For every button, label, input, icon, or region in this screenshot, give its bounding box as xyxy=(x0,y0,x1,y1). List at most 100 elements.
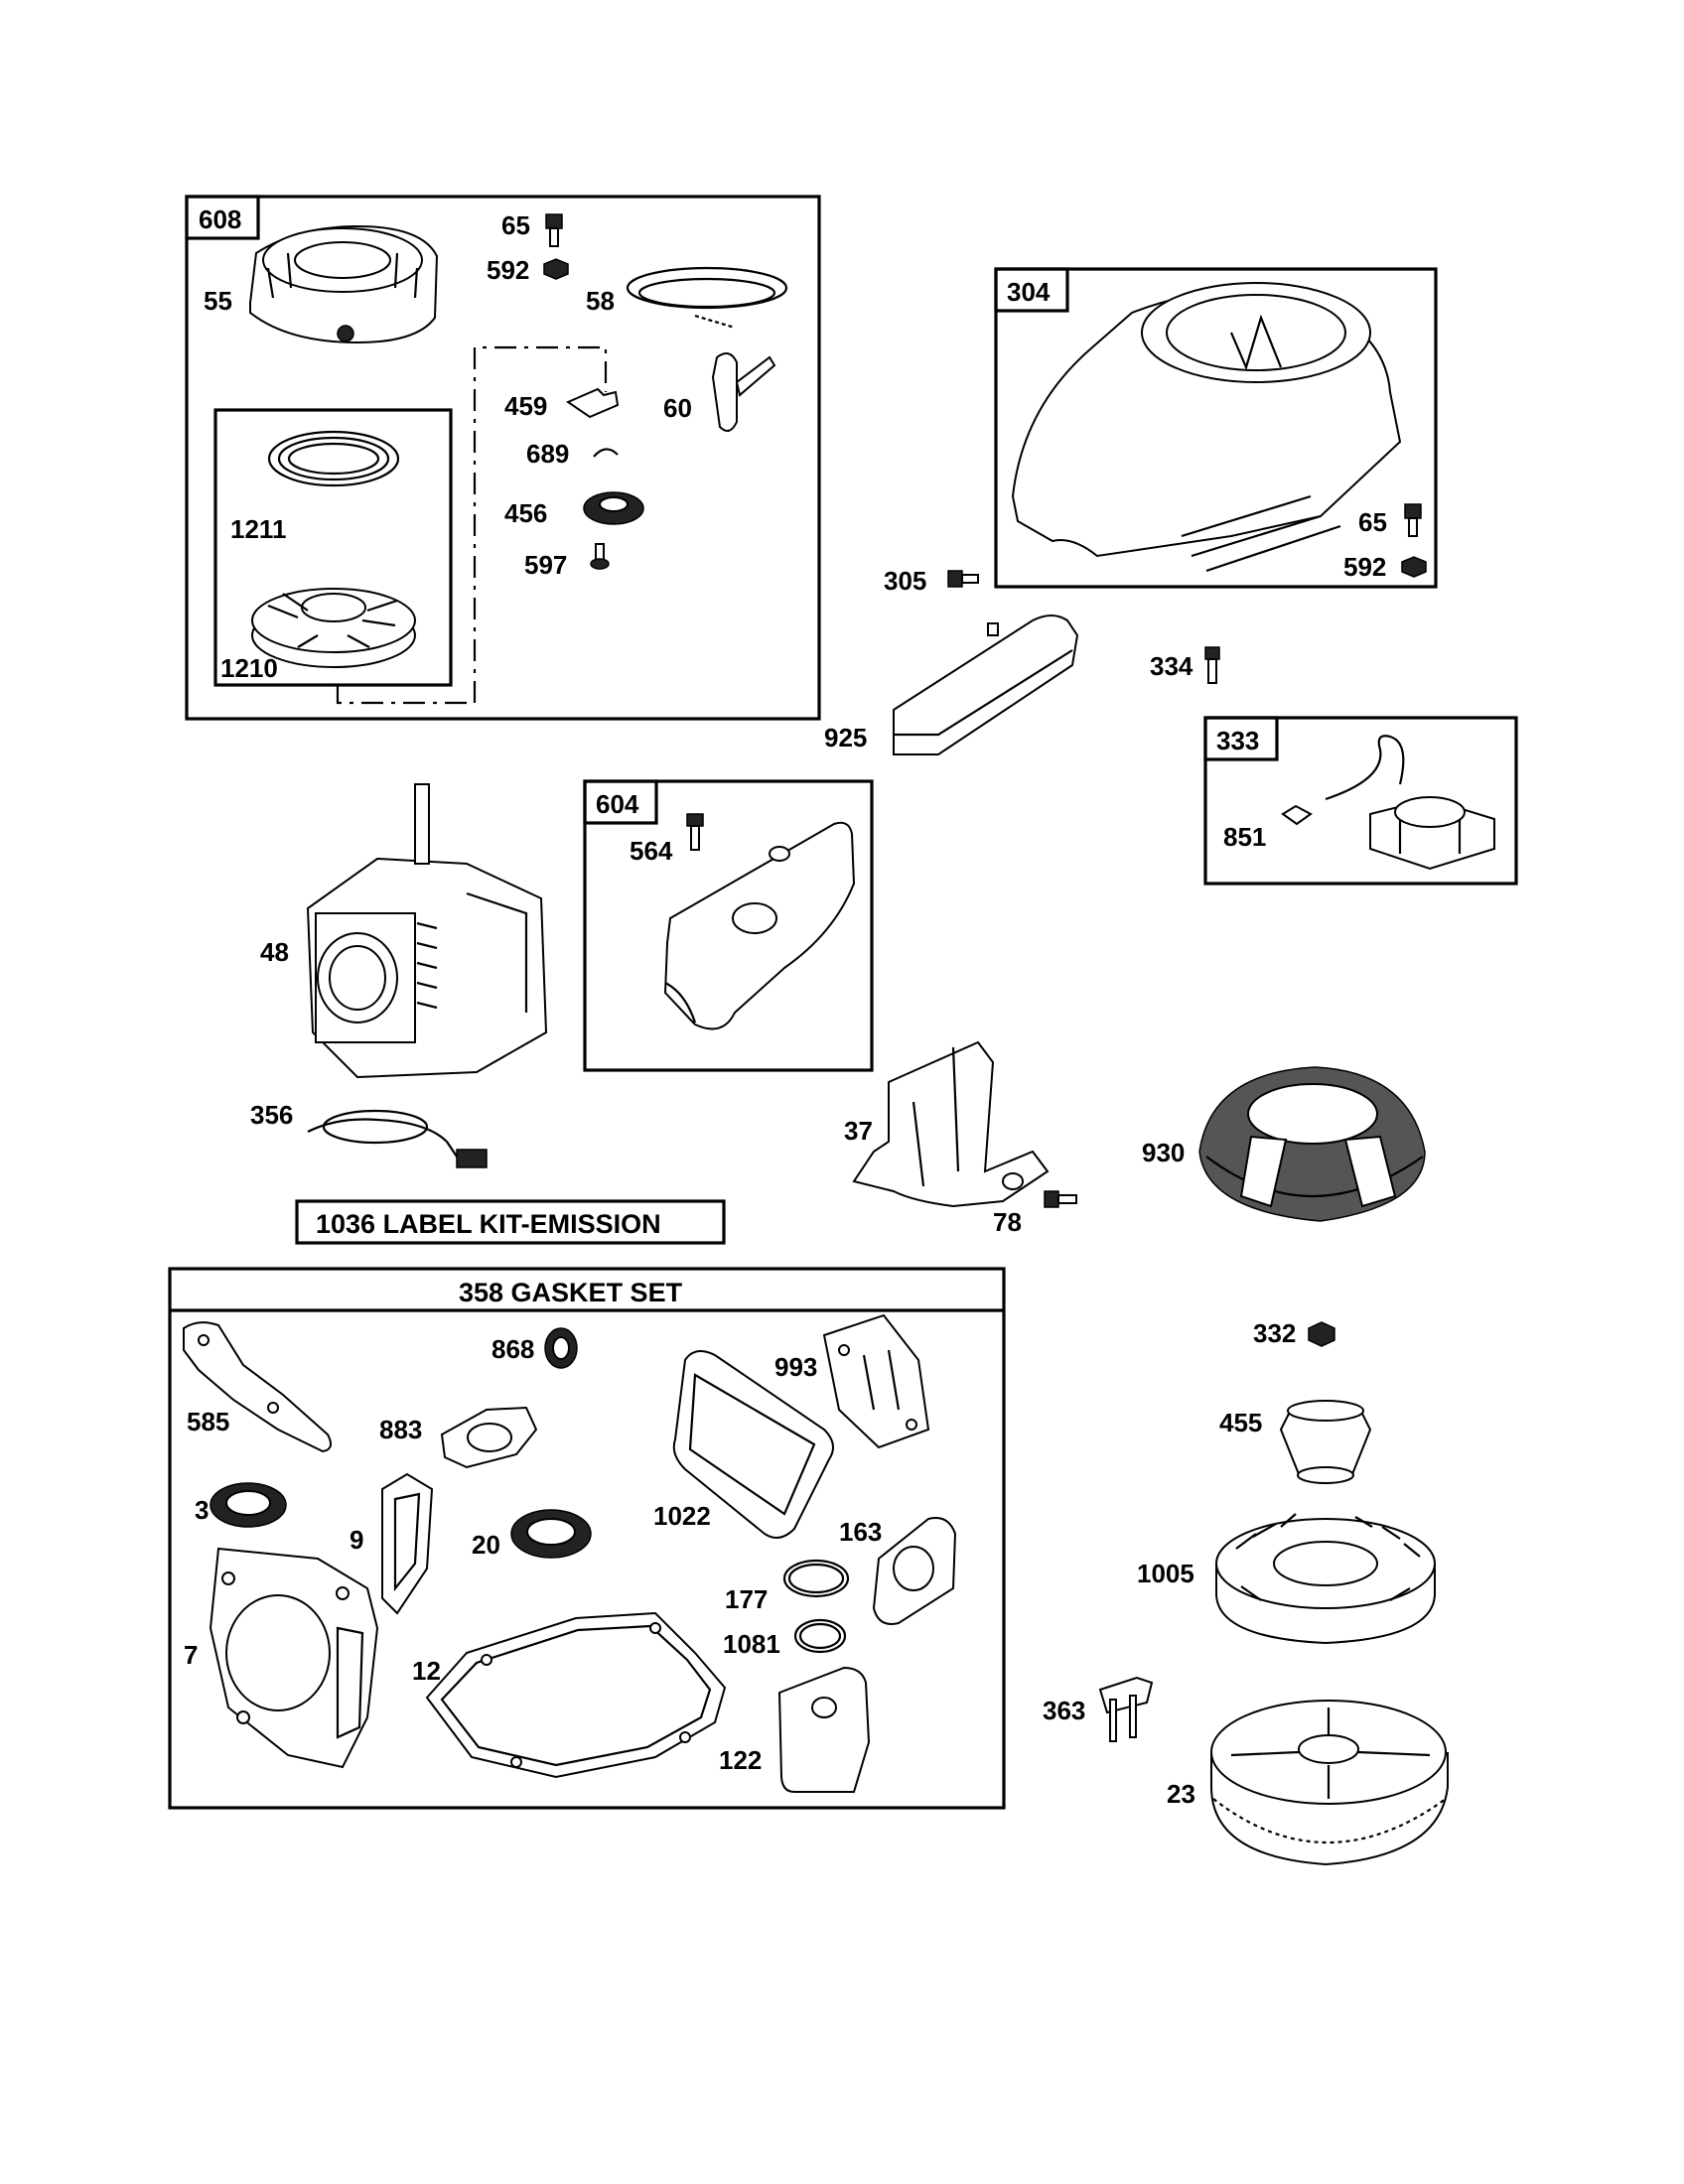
part-label: 60 xyxy=(663,393,692,423)
flywheel-part xyxy=(1210,1700,1449,1866)
part-label: 456 xyxy=(504,498,547,528)
part-label: 689 xyxy=(526,439,569,469)
part-label: 12 xyxy=(412,1656,441,1686)
bolt-part xyxy=(947,570,979,588)
engine-block-part xyxy=(306,783,548,1079)
nut-part xyxy=(1308,1321,1335,1347)
o-ring-part xyxy=(793,1618,847,1654)
sensor-wire-part xyxy=(307,1109,488,1168)
group-304-label: 304 xyxy=(1007,277,1051,307)
part-label: 305 xyxy=(884,566,926,596)
gasket-part xyxy=(822,1313,930,1449)
gasket-part xyxy=(183,1321,333,1453)
part-label: 122 xyxy=(719,1745,762,1775)
group-333: 333 xyxy=(1203,716,1518,886)
screw-part xyxy=(590,543,610,570)
part-label: 48 xyxy=(260,937,289,967)
part-label: 78 xyxy=(993,1207,1022,1237)
part-label: 58 xyxy=(586,286,615,316)
part-label: 883 xyxy=(379,1415,422,1444)
oil-seal-part xyxy=(544,1327,578,1369)
air-guide-part xyxy=(893,614,1079,755)
screw-part xyxy=(686,813,704,851)
air-guide-shield-part xyxy=(852,1040,1050,1208)
retainer-clip-part xyxy=(593,448,619,458)
gasket-part xyxy=(672,1350,834,1539)
gasket-part xyxy=(777,1666,871,1793)
ignition-coil-part xyxy=(1325,735,1495,871)
label-kit-text: 1036 LABEL KIT-EMISSION xyxy=(316,1209,661,1239)
part-label: 585 xyxy=(187,1407,229,1436)
part-label: 455 xyxy=(1219,1408,1262,1437)
bolt-part xyxy=(1044,1190,1077,1208)
part-label: 1081 xyxy=(723,1629,780,1659)
bolt-part xyxy=(1404,503,1422,537)
group-604: 604 xyxy=(583,779,874,1072)
part-label: 1210 xyxy=(220,653,278,683)
part-label: 163 xyxy=(839,1517,882,1547)
part-label: 20 xyxy=(472,1530,500,1560)
part-label: 65 xyxy=(501,210,530,240)
part-label: 334 xyxy=(1150,651,1193,681)
bolt-part xyxy=(545,213,563,247)
gasket-part xyxy=(872,1517,957,1625)
crankcase-gasket-part xyxy=(425,1611,727,1779)
oil-seal-part xyxy=(210,1482,287,1528)
starter-handle-part xyxy=(711,352,776,432)
bolt-part xyxy=(1204,646,1220,684)
part-label: 177 xyxy=(725,1584,768,1614)
starter-cup-part xyxy=(1279,1400,1372,1484)
group-608: 608 xyxy=(185,195,821,721)
part-label: 851 xyxy=(1223,822,1266,852)
part-label: 23 xyxy=(1167,1779,1195,1809)
nut-part xyxy=(1401,556,1427,578)
part-label: 930 xyxy=(1142,1138,1185,1167)
part-label: 564 xyxy=(630,836,673,866)
breather-part xyxy=(663,821,856,1030)
gasket-part xyxy=(381,1472,434,1615)
part-label: 7 xyxy=(184,1640,198,1670)
rewind-spring-part xyxy=(267,430,400,487)
part-label: 356 xyxy=(250,1100,293,1130)
part-label: 37 xyxy=(844,1116,873,1146)
ground-clip-part xyxy=(1281,804,1313,826)
blower-housing-part xyxy=(1011,282,1402,573)
ratchet-part xyxy=(583,491,644,525)
part-label: 597 xyxy=(524,550,567,580)
part-label: 1022 xyxy=(653,1501,711,1531)
part-label: 9 xyxy=(350,1525,363,1555)
group-333-label: 333 xyxy=(1216,726,1259,755)
part-label: 1005 xyxy=(1137,1559,1194,1588)
armature-bracket-part xyxy=(1098,1676,1154,1742)
part-label: 363 xyxy=(1043,1696,1085,1725)
part-label: 65 xyxy=(1358,507,1387,537)
starter-rope-part xyxy=(626,266,788,330)
part-label: 925 xyxy=(824,723,867,752)
bearing-seal-part xyxy=(510,1509,592,1559)
part-label: 332 xyxy=(1253,1318,1296,1348)
rotating-screen-part xyxy=(1198,1066,1426,1222)
group-304: 304 xyxy=(994,267,1438,589)
head-gasket-part xyxy=(209,1547,379,1769)
group-608-label: 608 xyxy=(199,205,241,234)
part-label: 459 xyxy=(504,391,547,421)
part-label: 868 xyxy=(491,1334,534,1364)
gasket-part xyxy=(440,1406,538,1469)
part-label: 993 xyxy=(774,1352,817,1382)
part-label: 1211 xyxy=(230,514,286,544)
part-label: 592 xyxy=(487,255,529,285)
part-label: 592 xyxy=(1343,552,1386,582)
gasket-set-group: 358 GASKET SET xyxy=(168,1267,1006,1810)
gasket-set-title: 358 GASKET SET xyxy=(459,1278,683,1307)
part-label: 3 xyxy=(195,1495,209,1525)
o-ring-part xyxy=(782,1559,850,1598)
fan-part xyxy=(1215,1513,1436,1645)
label-kit-emission: 1036 LABEL KIT-EMISSION xyxy=(295,1199,726,1245)
nut-part xyxy=(543,258,569,280)
group-604-label: 604 xyxy=(596,789,639,819)
part-label: 55 xyxy=(204,286,232,316)
starter-pulley-part xyxy=(251,588,416,668)
starter-dog-part xyxy=(565,387,620,419)
starter-housing-part xyxy=(249,224,439,344)
